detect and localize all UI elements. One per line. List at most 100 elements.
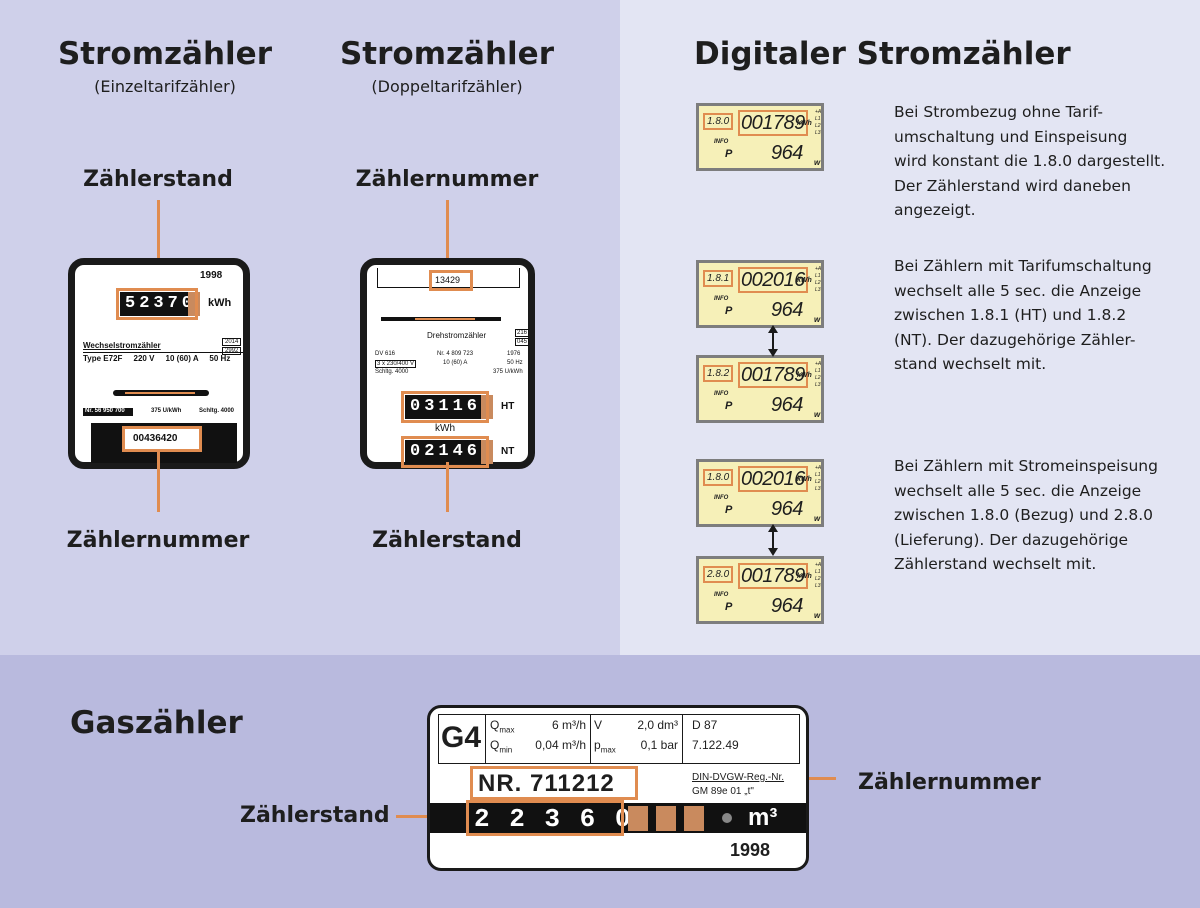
lcd-watt-unit: w bbox=[814, 315, 821, 324]
lcd-phase: L3 bbox=[815, 583, 821, 589]
einzel-schltg: Schltg. 4000 bbox=[199, 408, 235, 414]
lcd-phase: L2 bbox=[815, 576, 821, 582]
einzel-reading-highlight bbox=[116, 288, 198, 320]
einzel-subtitle: (Einzeltarifzähler) bbox=[94, 77, 236, 96]
lcd-unit: kWh bbox=[797, 573, 812, 580]
paragraph-1-line: umschaltung und Einspeisung bbox=[894, 127, 1128, 146]
doppel-bottom-label: Zählerstand bbox=[372, 528, 522, 553]
gas-serial-highlight bbox=[470, 766, 638, 800]
einzel-serial-plate bbox=[125, 429, 199, 449]
einzel-bottom-label: Zählernummer bbox=[66, 528, 250, 553]
lcd-unit: kWh bbox=[797, 372, 812, 379]
lcd-reading: 002016 bbox=[738, 267, 808, 293]
lcd-power-symbol: P bbox=[725, 601, 733, 613]
doppel-ht-reading: 031161 bbox=[405, 395, 491, 419]
doppel-bottom-connector bbox=[446, 462, 449, 512]
paragraph-2-line: zwischen 1.8.1 (HT) und 1.8.2 bbox=[894, 306, 1127, 324]
paragraph-1-line: angezeigt. bbox=[894, 201, 976, 219]
gas-title: Gaszähler bbox=[70, 705, 243, 741]
gas-spec-divider bbox=[485, 714, 486, 764]
gas-reading: 2 2 3 6 0 bbox=[474, 804, 633, 834]
lcd-phase: +A bbox=[815, 109, 822, 115]
gas-size: G4 bbox=[441, 721, 482, 754]
lcd-watt-unit: w bbox=[814, 514, 821, 523]
doppel-nt-reading: 021467 bbox=[405, 440, 491, 464]
lcd-phase: L2 bbox=[815, 280, 821, 286]
gas-qmin-label: Qmin bbox=[490, 738, 512, 754]
lcd-power: 964 bbox=[771, 394, 803, 416]
doppel-badge2: 045 bbox=[515, 338, 530, 346]
doppel-serial: 13429 bbox=[435, 275, 461, 285]
doppel-row3-right: 375 U/kWh bbox=[493, 369, 523, 375]
gas-p-label: pmax bbox=[594, 738, 616, 754]
einzel-top-label: Zählerstand bbox=[83, 167, 233, 192]
switch-arrow-2 bbox=[768, 524, 778, 556]
einzel-cert2: 2992 bbox=[222, 347, 242, 355]
gas-v-label: V bbox=[594, 718, 603, 732]
lcd-reading: 001789 bbox=[738, 362, 808, 388]
p-symbol: p bbox=[594, 738, 601, 752]
lcd-phase: L2 bbox=[815, 375, 821, 381]
lcd-reading: 001789 bbox=[738, 110, 808, 136]
lcd-obis-code: 1.8.1 bbox=[703, 270, 734, 287]
qmax-symbol: Q bbox=[490, 718, 500, 732]
einzel-rev: 375 U/kWh bbox=[151, 408, 182, 414]
doppel-rotor-mark bbox=[415, 318, 475, 320]
einzel-reading: 52370 bbox=[120, 292, 192, 316]
qmax-sub: max bbox=[499, 725, 515, 735]
lcd-phase: L1 bbox=[815, 116, 821, 122]
doppel-subtitle: (Doppeltarifzähler) bbox=[371, 77, 523, 96]
qmin-symbol: Q bbox=[490, 738, 500, 752]
lcd-info: INFO bbox=[714, 296, 729, 302]
doppel-row2-mid: 10 (60) A bbox=[443, 360, 468, 366]
lcd-watt-unit: w bbox=[814, 611, 821, 620]
lcd-phase: L3 bbox=[815, 486, 821, 492]
gas-dot-icon bbox=[722, 813, 732, 823]
lcd-phase: L2 bbox=[815, 123, 821, 129]
paragraph-2-line: Bei Zählern mit Tarifumschaltung bbox=[894, 257, 1152, 275]
paragraph-3-line: Zählerstand wechselt mit. bbox=[894, 555, 1097, 573]
digital-paragraph-3: Bei Zählern mit Stromeinspeisung wechsel… bbox=[894, 454, 1184, 577]
gas-spec-table bbox=[438, 714, 800, 764]
paragraph-1-line: Der Zählerstand wird daneben bbox=[894, 176, 1131, 195]
doppel-row1-left: DV 616 bbox=[375, 351, 396, 357]
doppel-meter: 13429 Drehstromzähler 216 045 DV 616 Nr.… bbox=[360, 258, 535, 469]
lcd-phase: L3 bbox=[815, 382, 821, 388]
lcd-phase: L1 bbox=[815, 569, 821, 575]
p-sub: max bbox=[600, 745, 616, 755]
gas-spec-divider bbox=[590, 714, 591, 764]
analog-meters-panel: Stromzähler (Einzeltarifzähler) Zählerst… bbox=[0, 0, 620, 655]
doppel-nt-highlight bbox=[401, 436, 489, 468]
lcd-power-symbol: P bbox=[725, 504, 733, 516]
lcd-phase: L1 bbox=[815, 472, 821, 478]
gas-p-value: 0,1 bar bbox=[640, 738, 678, 752]
doppel-row1-mid: Nr. 4 809 723 bbox=[437, 351, 474, 357]
gas-spec-divider bbox=[682, 714, 683, 764]
einzel-year: 1998 bbox=[200, 270, 223, 281]
lcd-reading: 002016 bbox=[738, 466, 808, 492]
digital-title: Digitaler Stromzähler bbox=[694, 36, 1071, 72]
lcd-phase: L1 bbox=[815, 273, 821, 279]
einzel-cert: 2014 bbox=[222, 338, 242, 346]
einzel-meter: 1998 52370 kWh Wechselstromzähler 2014 2… bbox=[68, 258, 250, 469]
einzel-serial-highlight bbox=[122, 426, 202, 452]
gas-qmax-label: Qmax bbox=[490, 718, 514, 734]
lcd-info: INFO bbox=[714, 139, 729, 145]
doppel-row2-left: 3 x 230/400 V bbox=[375, 360, 417, 368]
paragraph-2-line: wechselt alle 5 sec. die Anzeige bbox=[894, 281, 1142, 300]
lcd-power-symbol: P bbox=[725, 148, 733, 160]
gas-decimal-drum bbox=[684, 806, 704, 831]
paragraph-2-line: (NT). Der dazugehörige Zähler- bbox=[894, 330, 1136, 349]
gas-decimal-drum bbox=[656, 806, 676, 831]
lcd-watt-unit: w bbox=[814, 158, 821, 167]
paragraph-3-line: wechselt alle 5 sec. die Anzeige bbox=[894, 481, 1142, 500]
einzel-type-row: Type E72F 220 V 10 (60) A 50 Hz bbox=[83, 354, 231, 363]
doppel-row1-right: 1976 bbox=[507, 351, 521, 357]
qmin-sub: min bbox=[499, 745, 513, 755]
